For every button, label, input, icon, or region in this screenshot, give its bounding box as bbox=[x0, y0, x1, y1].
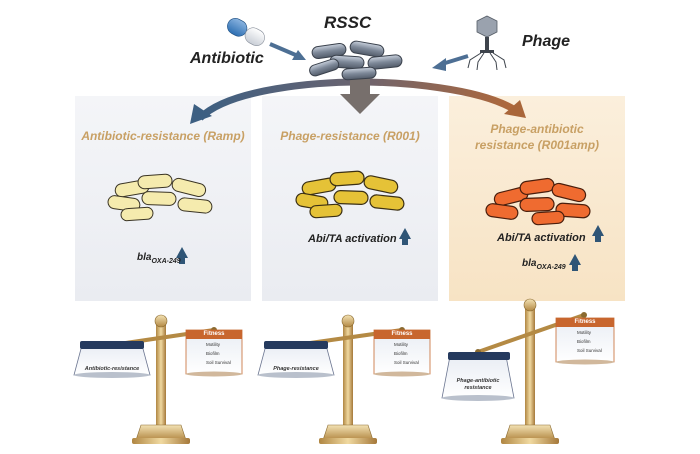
panel-phage-antibiotic-resistance: Phage-antibiotic resistance (R001amp) Ab… bbox=[449, 96, 625, 301]
fitness-item: Motility bbox=[206, 342, 221, 347]
gene-subscript: OXA-249 bbox=[151, 258, 181, 265]
fitness-item: Motility bbox=[394, 342, 409, 347]
fitness-title: Fitness bbox=[574, 319, 596, 325]
fitness-item: Biofilm bbox=[577, 339, 591, 344]
panel-title-line1: Phage-antibiotic bbox=[490, 122, 584, 136]
pan-label-line2: resistance bbox=[464, 385, 492, 391]
fitness-item: Biofilm bbox=[206, 351, 220, 356]
fitness-title: Fitness bbox=[391, 331, 413, 337]
phage-label: Phage bbox=[522, 33, 571, 50]
phage-arrow-head bbox=[432, 58, 446, 71]
fitness-item: Soil Survival bbox=[394, 360, 419, 365]
panel-phage-resistance: Phage-resistance (R001) Abi/TA activatio… bbox=[262, 96, 438, 301]
arrow-head-left bbox=[190, 104, 212, 124]
gene-subscript: OXA-249 bbox=[536, 264, 566, 271]
phage-arrow-shaft bbox=[441, 54, 469, 66]
pan-label: Phage-resistance bbox=[273, 366, 319, 372]
arrow-head-center bbox=[340, 94, 380, 114]
up-arrow-icon bbox=[176, 247, 188, 264]
rssc-label: RSSC bbox=[324, 13, 372, 32]
balance-scale-icon bbox=[257, 314, 431, 444]
pill-icon bbox=[227, 18, 265, 46]
fitness-item: Biofilm bbox=[394, 351, 408, 356]
antibiotic-label: Antibiotic bbox=[190, 50, 264, 67]
panel-title: Phage-resistance (R001) bbox=[280, 129, 420, 143]
activation-label: Abi/TA activation bbox=[308, 233, 397, 245]
balance-scale-icon bbox=[441, 298, 615, 444]
gene-name: bla bbox=[137, 252, 152, 263]
antibiotic-arrow-head bbox=[292, 50, 306, 60]
panel-title: Antibiotic-resistance (Ramp) bbox=[81, 129, 245, 143]
fitness-item: Motility bbox=[577, 330, 592, 335]
up-arrow-icon bbox=[592, 225, 604, 242]
gene-label: blaOXA-249 bbox=[522, 258, 566, 271]
gene-label: blaOXA-249 bbox=[137, 252, 181, 265]
pan-label-line1: Phage-antibiotic bbox=[456, 378, 500, 384]
up-arrow-icon bbox=[569, 254, 581, 271]
phage-icon bbox=[467, 15, 507, 71]
bacteria-cluster-gray bbox=[309, 40, 403, 81]
bacteria-cluster-r001 bbox=[295, 170, 405, 219]
panel-antibiotic-resistance: Antibiotic-resistance (Ramp) blaOXA-249 bbox=[75, 96, 251, 301]
antibiotic-arrow-shaft bbox=[269, 42, 299, 58]
gene-name: bla bbox=[522, 258, 537, 269]
arrow-head-right bbox=[504, 100, 526, 118]
activation-label: Abi/TA activation bbox=[497, 232, 586, 244]
bacteria-cluster-ramp bbox=[107, 173, 213, 222]
panel-title-line2: resistance (R001amp) bbox=[474, 138, 600, 152]
fitness-title: Fitness bbox=[203, 331, 225, 337]
bacteria-cluster-r001amp bbox=[485, 177, 591, 226]
balance-scale-icon bbox=[73, 314, 243, 444]
fitness-item: Soil Survival bbox=[206, 360, 231, 365]
pan-label: Antibiotic-resistance bbox=[84, 366, 140, 372]
up-arrow-icon bbox=[399, 228, 411, 245]
fitness-item: Soil Survival bbox=[577, 348, 602, 353]
